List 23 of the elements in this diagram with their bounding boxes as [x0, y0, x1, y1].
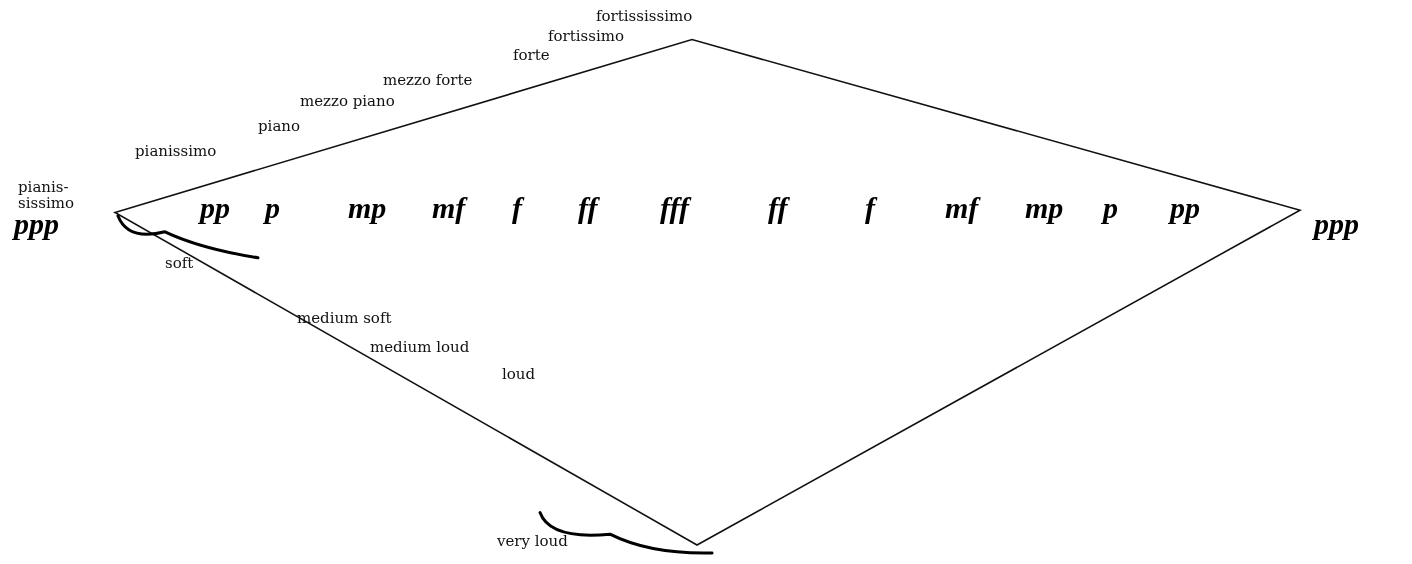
dynamic-marking: mf — [945, 192, 979, 223]
dynamic-term: mezzo piano — [300, 93, 395, 110]
dynamic-term: medium soft — [297, 311, 392, 327]
dynamic-term: soft — [165, 255, 194, 272]
dynamic-marking: ff — [578, 192, 598, 223]
dynamic-marking: mp — [348, 192, 387, 223]
dynamic-marking: ppp — [1314, 208, 1359, 239]
dynamic-term: pianissimo — [135, 144, 217, 160]
dynamic-term: fortississimo — [596, 8, 693, 25]
dynamic-marking: ff — [768, 192, 788, 223]
dynamic-term: medium loud — [370, 339, 470, 356]
dynamic-term: loud — [502, 367, 536, 383]
dynamic-marking: mf — [432, 192, 466, 223]
dynamic-term: fortissimo — [548, 28, 625, 45]
dynamic-term: piano — [258, 118, 301, 135]
dynamic-marking: p — [265, 192, 280, 223]
dynamic-marking: mp — [1025, 192, 1064, 223]
dynamic-marking: pp — [200, 192, 230, 223]
dynamic-term: very loud — [497, 534, 568, 550]
dynamic-marking: p — [1103, 192, 1118, 223]
dynamic-term: mezzo forte — [383, 73, 473, 90]
dynamic-marking: pp — [1170, 192, 1200, 223]
dynamic-term: forte — [513, 48, 550, 64]
